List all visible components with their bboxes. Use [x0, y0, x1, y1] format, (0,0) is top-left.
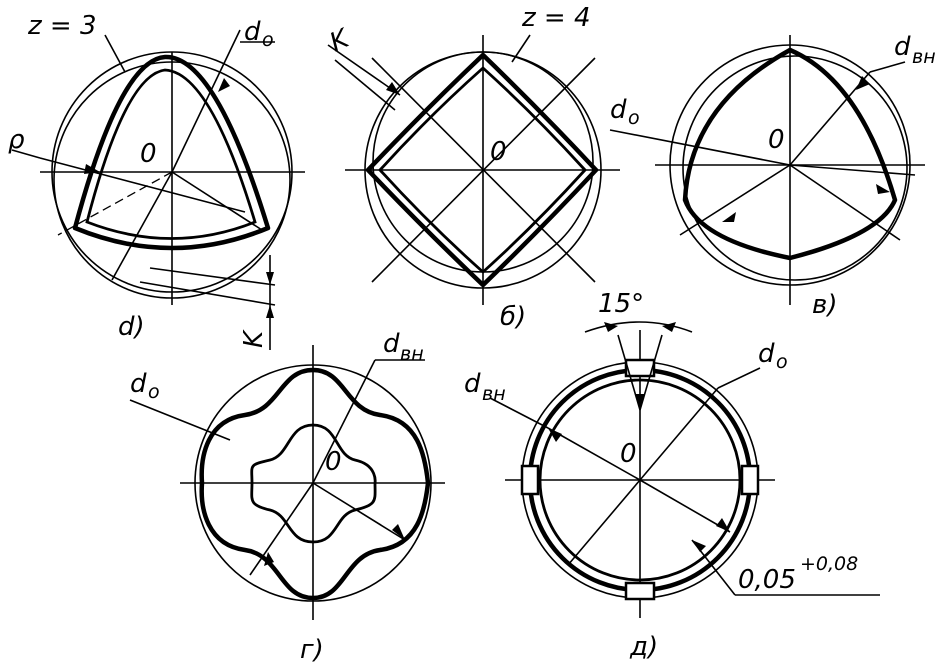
slot-right [740, 464, 760, 496]
panel-e-center-label: 0 [620, 439, 637, 469]
panel-d-caption: г) [300, 635, 324, 665]
panel-c-trilobe-profile: d o d вн 0 в) [609, 32, 936, 320]
panel-b-z-label: z = 4 [521, 3, 591, 33]
panel-e-tolerance: 0,05 [738, 565, 796, 595]
panel-e-dvn-label: d [464, 369, 481, 399]
panel-d-d0-label: d [130, 369, 147, 399]
slot-top [624, 358, 656, 378]
panel-d-cross-profile: d o d вн 0 г) [129, 329, 445, 665]
slot-left [520, 464, 540, 496]
panel-d-d0-sub: o [148, 381, 160, 403]
panel-c-dvn-label: d [894, 32, 911, 62]
panel-a-rho-label: ρ [8, 125, 25, 155]
panel-e-d0-sub: o [776, 351, 788, 373]
panel-e-dvn-sub: вн [482, 383, 506, 405]
shifted-circle [53, 61, 291, 299]
panel-e-angle-label: 15° [598, 289, 644, 319]
outer-wavy-profile [199, 367, 431, 601]
panel-b-caption: б) [500, 302, 526, 332]
inner-wavy-profile [250, 423, 377, 544]
quad-outer-profile [365, 52, 599, 288]
panel-c-center-label: 0 [768, 125, 785, 155]
panel-a-trilobe-profile: z = 3 d o ρ 0 K d) [8, 11, 305, 350]
panel-b-center-label: 0 [490, 137, 507, 167]
panel-e-tolerance-sup: +0,08 [800, 553, 858, 575]
trilobe-inner-profile [85, 68, 257, 240]
panel-e-caption: д) [629, 632, 658, 662]
panel-b-k-label: K [325, 23, 355, 58]
panel-a-k-label: K [239, 329, 269, 348]
panel-a-caption: d) [118, 312, 145, 342]
quad-inner-profile [378, 66, 587, 274]
outer-circle [194, 364, 432, 602]
trilobe-outer-profile [72, 54, 271, 251]
outer-circle [51, 51, 293, 293]
slot-bottom [624, 581, 656, 601]
panel-a-center-label: 0 [140, 139, 157, 169]
trilobe-profile [682, 47, 898, 261]
panel-d-dvn-sub: вн [400, 343, 424, 365]
panel-c-dvn-sub: вн [912, 46, 936, 68]
panel-a-d0-label: d [244, 17, 261, 47]
panel-c-d0-sub: o [628, 107, 640, 129]
panel-d-center-label: 0 [325, 447, 342, 477]
outer-circle [669, 44, 911, 286]
panel-e-slotted-ring: 15° d вн d o 0 0,05 +0,08 д) [464, 289, 880, 662]
panel-c-caption: в) [812, 290, 837, 320]
panel-a-z-label: z = 3 [27, 11, 97, 41]
ring-inner [538, 378, 742, 582]
shifted-circle [682, 55, 908, 281]
panel-d-dvn-label: d [383, 329, 400, 359]
panel-a-d0-sub: o [262, 29, 274, 51]
panel-e-d0-label: d [758, 339, 775, 369]
panel-c-d0-label: d [610, 95, 627, 125]
panel-b-quadlobe-profile: K z = 4 0 б) [325, 3, 620, 332]
